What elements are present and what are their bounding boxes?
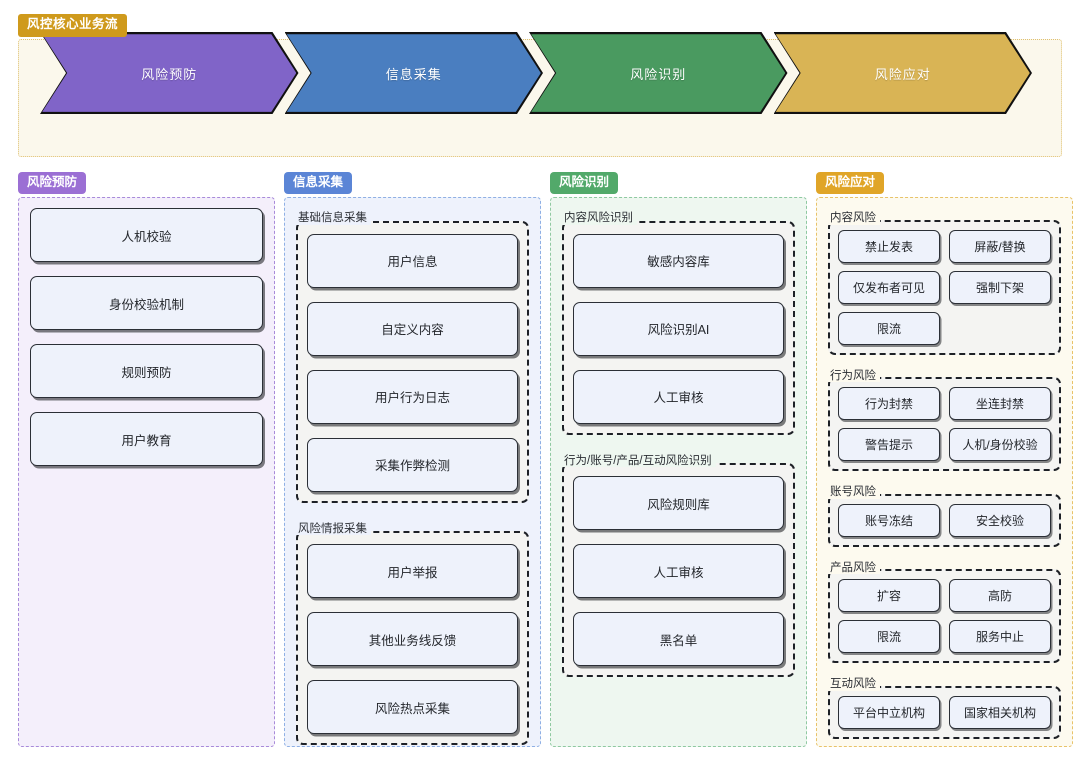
capability-card[interactable]: 行为封禁 xyxy=(838,387,940,420)
capability-group: 行为风险行为封禁坐连封禁警告提示人机/身份校验 xyxy=(828,366,1061,471)
capability-grid: 禁止发表屏蔽/替换仅发布者可见强制下架限流 xyxy=(838,229,1051,345)
flow-step-outline xyxy=(40,32,299,114)
flow-step-fill xyxy=(287,34,541,112)
capability-card[interactable]: 限流 xyxy=(838,311,940,345)
capability-card[interactable]: 平台中立机构 xyxy=(838,695,940,729)
capability-group-label: 账号风险 xyxy=(828,486,880,499)
capability-card[interactable]: 限流 xyxy=(838,620,940,653)
capability-group: 互动风险平台中立机构国家相关机构 xyxy=(828,674,1061,739)
capability-card[interactable]: 风险热点采集 xyxy=(307,680,518,734)
capability-grid: 扩容高防限流服务中止 xyxy=(838,579,1051,653)
stage-column-2: 信息采集基础信息采集用户信息自定义内容用户行为日志采集作弊检测风险情报采集用户举… xyxy=(280,172,541,752)
stage-column-4: 风险应对内容风险禁止发表屏蔽/替换仅发布者可见强制下架限流行为风险行为封禁坐连封… xyxy=(812,172,1073,752)
capability-group-box: 禁止发表屏蔽/替换仅发布者可见强制下架限流 xyxy=(828,219,1061,355)
capability-card[interactable]: 账号冻结 xyxy=(838,503,940,537)
capability-group-box: 风险规则库人工审核黑名单 xyxy=(562,463,795,677)
capability-group-box: 用户举报其他业务线反馈风险热点采集 xyxy=(296,531,529,745)
capability-grid: 账号冻结安全校验 xyxy=(838,503,1051,537)
flow-step-4[interactable]: 风险应对 xyxy=(774,32,1033,114)
stage-columns: 风险预防人机校验身份校验机制规则预防用户教育信息采集基础信息采集用户信息自定义内… xyxy=(14,172,1073,752)
flow-step-fill xyxy=(776,34,1030,112)
stage-column-badge: 信息采集 xyxy=(284,172,353,194)
core-flow-section: 风控核心业务流 风险预防 信息采集 风险识别 风险应对 xyxy=(14,14,1066,159)
stage-column-body: 内容风险禁止发表屏蔽/替换仅发布者可见强制下架限流行为风险行为封禁坐连封禁警告提… xyxy=(816,197,1073,747)
capability-group-box: 用户信息自定义内容用户行为日志采集作弊检测 xyxy=(296,220,529,503)
capability-card[interactable]: 禁止发表 xyxy=(838,229,940,263)
stage-column-body: 人机校验身份校验机制规则预防用户教育 xyxy=(18,197,275,747)
capability-card[interactable]: 国家相关机构 xyxy=(949,695,1051,729)
capability-grid: 行为封禁坐连封禁警告提示人机/身份校验 xyxy=(838,387,1051,461)
flow-step-label: 信息采集 xyxy=(385,66,442,82)
capability-group: 行为/账号/产品/互动风险识别风险规则库人工审核黑名单 xyxy=(562,451,795,677)
capability-group: 产品风险扩容高防限流服务中止 xyxy=(828,558,1061,663)
stage-column-badge: 风险识别 xyxy=(550,172,619,194)
flow-step-fill xyxy=(42,34,296,112)
capability-group-label: 内容风险 xyxy=(828,212,880,225)
flow-step-outline xyxy=(285,32,544,114)
flow-step-3[interactable]: 风险识别 xyxy=(529,32,788,114)
capability-grid: 平台中立机构国家相关机构 xyxy=(838,695,1051,729)
flow-step-1[interactable]: 风险预防 xyxy=(40,32,299,114)
flow-steps-strip: 风险预防 信息采集 风险识别 风险应对 xyxy=(40,32,1032,114)
capability-card[interactable]: 用户行为日志 xyxy=(307,369,518,424)
capability-card[interactable]: 坐连封禁 xyxy=(949,387,1051,420)
capability-group-label: 风险情报采集 xyxy=(296,523,371,535)
flow-step-label: 风险应对 xyxy=(874,66,931,82)
flow-step-fill xyxy=(531,34,785,112)
capability-card[interactable]: 自定义内容 xyxy=(307,301,518,356)
stage-column-badge: 风险预防 xyxy=(18,172,87,194)
capability-group-label: 行为风险 xyxy=(828,370,880,382)
capability-card[interactable]: 其他业务线反馈 xyxy=(307,612,518,666)
capability-group: 风险情报采集用户举报其他业务线反馈风险热点采集 xyxy=(296,519,529,745)
capability-group-label: 产品风险 xyxy=(828,562,880,574)
capability-card[interactable]: 仅发布者可见 xyxy=(838,270,940,304)
stage-column-badge: 风险应对 xyxy=(816,172,885,194)
capability-card[interactable]: 服务中止 xyxy=(949,620,1051,653)
capability-group-box: 账号冻结安全校验 xyxy=(828,493,1061,547)
capability-card[interactable]: 高防 xyxy=(949,579,1051,612)
capability-group: 内容风险识别敏感内容库风险识别AI 人工审核 xyxy=(562,208,795,435)
capability-card[interactable]: 屏蔽/替换 xyxy=(949,229,1051,263)
capability-card[interactable]: 安全校验 xyxy=(949,503,1051,537)
capability-card[interactable]: 警告提示 xyxy=(838,428,940,461)
capability-card[interactable]: 人机校验 xyxy=(30,208,263,262)
flow-step-label: 风险识别 xyxy=(630,66,687,82)
capability-card[interactable]: 身份校验机制 xyxy=(30,276,263,330)
capability-card[interactable]: 敏感内容库 xyxy=(573,233,784,288)
stage-column-body: 基础信息采集用户信息自定义内容用户行为日志采集作弊检测风险情报采集用户举报其他业… xyxy=(284,197,541,747)
flow-step-outline xyxy=(529,32,788,114)
capability-group-box: 平台中立机构国家相关机构 xyxy=(828,685,1061,739)
capability-card[interactable]: 用户信息 xyxy=(307,233,518,288)
capability-card[interactable]: 规则预防 xyxy=(30,344,263,398)
capability-group: 账号风险账号冻结安全校验 xyxy=(828,482,1061,547)
capability-group: 内容风险禁止发表屏蔽/替换仅发布者可见强制下架限流 xyxy=(828,208,1061,355)
flow-step-outline xyxy=(774,32,1033,114)
capability-group-label: 行为/账号/产品/互动风险识别 xyxy=(562,455,716,467)
capability-card[interactable]: 用户教育 xyxy=(30,412,263,466)
capability-card[interactable]: 风险规则库 xyxy=(573,476,784,530)
core-flow-badge: 风控核心业务流 xyxy=(18,14,128,37)
capability-group-label: 内容风险识别 xyxy=(562,212,637,225)
capability-group-box: 扩容高防限流服务中止 xyxy=(828,569,1061,663)
capability-card[interactable]: 人工审核 xyxy=(573,369,784,424)
capability-group: 基础信息采集用户信息自定义内容用户行为日志采集作弊检测 xyxy=(296,208,529,503)
capability-card[interactable]: 扩容 xyxy=(838,579,940,612)
capability-card[interactable]: 人工审核 xyxy=(573,544,784,598)
stage-column-1: 风险预防人机校验身份校验机制规则预防用户教育 xyxy=(14,172,275,752)
flow-step-2[interactable]: 信息采集 xyxy=(285,32,544,114)
capability-group-box: 行为封禁坐连封禁警告提示人机/身份校验 xyxy=(828,377,1061,471)
capability-group-box: 敏感内容库风险识别AI 人工审核 xyxy=(562,220,795,435)
capability-card[interactable]: 强制下架 xyxy=(949,270,1051,304)
capability-card[interactable]: 用户举报 xyxy=(307,544,518,598)
capability-group-label: 基础信息采集 xyxy=(296,212,371,225)
capability-group-label: 互动风险 xyxy=(828,678,880,691)
capability-card[interactable]: 黑名单 xyxy=(573,612,784,666)
capability-card[interactable]: 采集作弊检测 xyxy=(307,437,518,492)
capability-card[interactable]: 人机/身份校验 xyxy=(949,428,1051,461)
capability-card[interactable]: 风险识别AI xyxy=(573,301,784,356)
flow-step-label: 风险预防 xyxy=(141,66,198,82)
